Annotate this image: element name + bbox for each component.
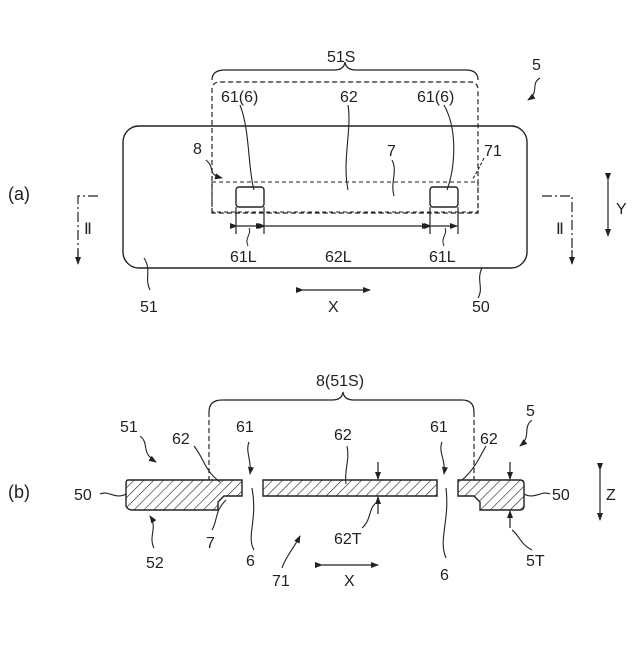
leader-51-b: [140, 436, 156, 462]
label-II-right: Ⅱ: [556, 221, 564, 238]
label-61L-left: 61L: [230, 249, 257, 266]
leader-61-right: [444, 105, 454, 190]
label-62-a: 62: [340, 89, 358, 106]
leader-61L-left: [247, 228, 250, 246]
leader-61-right-b: [441, 442, 444, 474]
label-62T: 62T: [334, 531, 362, 548]
label-62-mid-b: 62: [334, 427, 352, 444]
leader-61-left-b: [248, 442, 251, 474]
label-50-left-b: 50: [74, 487, 92, 504]
section-middle-piece: [263, 480, 437, 496]
label-52: 52: [146, 555, 164, 572]
label-50-a: 50: [472, 299, 490, 316]
leader-50-right-b: [524, 493, 550, 496]
label-8-a: 8: [193, 141, 202, 158]
label-X-b: X: [344, 573, 355, 590]
label-51S: 51S: [327, 49, 355, 66]
label-71-a: 71: [484, 143, 502, 160]
leader-6-right-b: [443, 488, 447, 558]
label-50-right-b: 50: [552, 487, 570, 504]
leader-6-left-b: [251, 488, 254, 550]
leader-62-left-b: [194, 446, 220, 482]
label-II-left: Ⅱ: [84, 221, 92, 238]
leader-62-mid-b: [346, 446, 348, 484]
leader-8: [206, 160, 222, 178]
label-6-right-b: 6: [440, 567, 449, 584]
leader-71-b: [282, 536, 300, 568]
panel-label-a: (a): [8, 184, 30, 204]
label-62L: 62L: [325, 249, 352, 266]
leader-61-left: [240, 105, 254, 190]
label-51-a: 51: [140, 299, 158, 316]
leader-50-left-b: [100, 493, 126, 496]
label-8-51S: 8(51S): [316, 373, 364, 390]
brace-8-51S: [209, 392, 474, 412]
leader-7: [392, 160, 394, 196]
leader-61L-right: [443, 228, 446, 246]
leader-5-b: [520, 420, 532, 446]
label-X-a: X: [328, 299, 339, 316]
section-right-piece: [458, 480, 524, 510]
label-51-b: 51: [120, 419, 138, 436]
label-62-right-b: 62: [480, 431, 498, 448]
label-61-6-left: 61(6): [221, 89, 258, 106]
label-61-right-b: 61: [430, 419, 448, 436]
label-61-6-right: 61(6): [417, 89, 454, 106]
label-7-b: 7: [206, 535, 215, 552]
label-61L-right: 61L: [429, 249, 456, 266]
opening-61-left: [236, 187, 264, 207]
leader-51-a: [144, 258, 150, 290]
label-62-left-b: 62: [172, 431, 190, 448]
label-71-b: 71: [272, 573, 290, 590]
opening-61-right: [430, 187, 458, 207]
figure-a: (a): [8, 62, 608, 298]
leader-52-b: [150, 516, 154, 548]
figure-b: (b): [8, 392, 600, 568]
leader-62: [346, 105, 349, 190]
plate-50-outline: [123, 126, 527, 268]
label-Z: Z: [606, 487, 616, 504]
leader-5-a: [528, 78, 540, 100]
section-left-piece: [126, 480, 242, 510]
panel-label-b: (b): [8, 482, 30, 502]
label-5-a: 5: [532, 57, 541, 74]
label-6-left-b: 6: [246, 553, 255, 570]
label-61-left-b: 61: [236, 419, 254, 436]
label-Y: Y: [616, 201, 627, 218]
leader-5T: [512, 530, 532, 550]
leader-50-a: [478, 268, 482, 298]
leader-62T: [362, 502, 378, 528]
label-5-b: 5: [526, 403, 535, 420]
label-5T: 5T: [526, 553, 545, 570]
label-7-a: 7: [387, 143, 396, 160]
